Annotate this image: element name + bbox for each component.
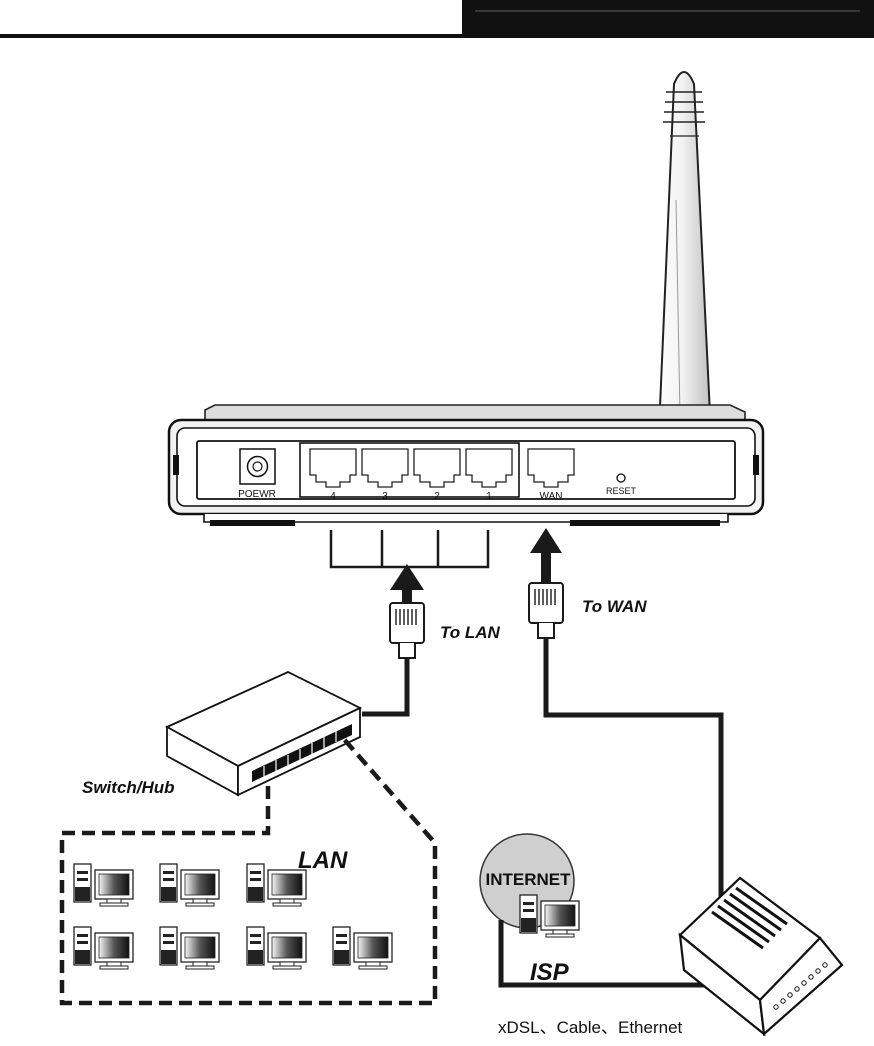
page-header: [0, 0, 874, 38]
lan-port-1: [466, 449, 512, 487]
lan-port-4: [310, 449, 356, 487]
lan-computer: [160, 927, 219, 969]
lan-computers: [74, 864, 392, 969]
internet-label: INTERNET: [486, 870, 572, 889]
power-label: POEWR: [238, 489, 276, 500]
lan-port-label-2: 2: [434, 491, 440, 502]
switch-hub: [167, 672, 360, 795]
lan-port-3: [362, 449, 408, 487]
wan-cable: [529, 528, 721, 900]
reset-label: RESET: [606, 486, 637, 496]
reset-button: [617, 474, 625, 482]
to-wan-label: To WAN: [582, 597, 647, 616]
isp-label: ISP: [530, 959, 570, 986]
lan-computer: [333, 927, 392, 969]
wan-port: [528, 449, 574, 487]
lan-port-label-1: 1: [486, 491, 492, 502]
lan-computer: [160, 864, 219, 906]
lan-port-label-4: 4: [330, 491, 336, 502]
lan-computer: [74, 927, 133, 969]
modem-caption: xDSL、Cable、Ethernet: [498, 1018, 683, 1037]
lan-computer: [74, 864, 133, 906]
wan-port-label: WAN: [540, 491, 563, 502]
to-lan-label: To LAN: [440, 623, 501, 642]
lan-port-label-3: 3: [382, 491, 388, 502]
lan-cable: [362, 564, 424, 714]
switch-hub-label: Switch/Hub: [82, 778, 175, 797]
lan-computer: [247, 864, 306, 906]
router: POEWR 4 3 2 1 WAN RESET: [169, 405, 763, 526]
power-jack: [240, 449, 275, 484]
lan-port-bracket: [331, 530, 488, 567]
modem: [680, 878, 842, 1034]
lan-port-2: [414, 449, 460, 487]
lan-computer: [247, 927, 306, 969]
